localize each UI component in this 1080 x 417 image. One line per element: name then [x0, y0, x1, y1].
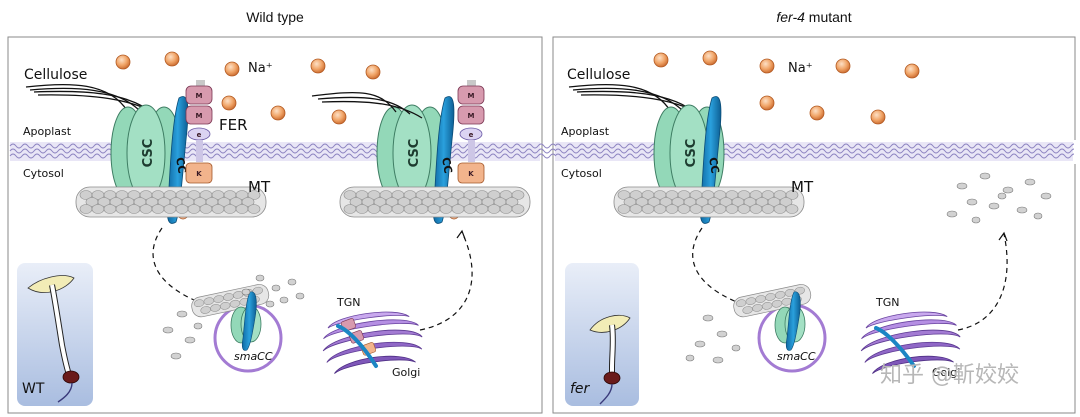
svg-text:CC: CC: [439, 156, 455, 174]
csc-complex-icon-2: CSC: [376, 104, 448, 202]
tgn-label-2: TGN: [875, 296, 899, 309]
microtubule-icon: [75, 186, 267, 218]
recycling-arrow: [419, 231, 473, 331]
svg-text:CSC: CSC: [407, 139, 422, 168]
plasma-membrane-2: [554, 140, 1080, 164]
golgi-cargo: [336, 318, 378, 368]
vesicles-3: [685, 314, 741, 364]
svg-text:e: e: [197, 131, 202, 139]
svg-text:WT: WT: [22, 381, 45, 397]
vesicles: [162, 274, 305, 360]
plasma-membrane: [9, 142, 563, 161]
svg-text:K: K: [468, 170, 474, 178]
smacc-compartment-2: smaCC: [731, 282, 827, 373]
svg-text:M: M: [196, 112, 203, 120]
watermark: 知乎 @靳姣姣: [880, 363, 1019, 388]
svg-text:CSC: CSC: [141, 139, 156, 168]
svg-text:K: K: [196, 170, 202, 178]
svg-text:smaCC: smaCC: [234, 350, 273, 363]
svg-text:CC: CC: [173, 156, 189, 174]
sodium-ion-icon-2: [653, 50, 920, 125]
svg-text:smaCC: smaCC: [777, 350, 816, 363]
mt-label-2: MT: [791, 178, 814, 196]
csc-complex-icon: CSC: [110, 104, 182, 202]
golgi-label: Golgi: [392, 366, 420, 379]
mt-label: MT: [248, 178, 271, 196]
svg-text:CSC: CSC: [684, 139, 699, 168]
cellulose-label-2: Cellulose: [567, 67, 630, 83]
cytosol-label-2: Cytosol: [561, 167, 602, 180]
microtubule-icon-3: [613, 186, 805, 218]
smacc-compartment: smaCC: [189, 282, 283, 373]
svg-text:e: e: [469, 131, 474, 139]
fer-receptor-icon: M M e K P P: [170, 80, 214, 220]
left-panel-title: Wild type: [246, 9, 304, 25]
apoplast-label: Apoplast: [23, 125, 72, 138]
right-panel: Na⁺ Cellulose CSC CC Apoplast Cytosol MT: [554, 50, 1080, 406]
svg-text:fer: fer: [570, 381, 591, 397]
microtubule-icon-2: [339, 186, 531, 218]
csc-complex-icon-3: CSC: [653, 104, 725, 202]
right-panel-title: fer-4 mutant: [776, 9, 851, 25]
apoplast-label-2: Apoplast: [561, 125, 610, 138]
sodium-ion-icon: [115, 51, 381, 125]
cytosol-label: Cytosol: [23, 167, 64, 180]
cellulose-fibrils: [25, 83, 165, 119]
tgn-label: TGN: [336, 296, 360, 309]
seedling-icon-2: fer: [565, 263, 639, 406]
fer-label: FER: [219, 116, 248, 134]
golgi-label-2: Golgi: [932, 366, 960, 379]
left-panel: Na⁺ Cellulose CSC CC M M e: [9, 51, 563, 406]
cellulose-fibrils-2: [311, 92, 423, 119]
vesicles-2: [946, 172, 1052, 224]
svg-text:M: M: [468, 112, 475, 120]
svg-text:M: M: [196, 92, 203, 100]
svg-text:M: M: [468, 92, 475, 100]
na-ion-label: Na⁺: [248, 61, 273, 76]
recycling-arrow-2: [957, 233, 1008, 331]
svg-text:CC: CC: [706, 156, 722, 174]
na-ion-label-2: Na⁺: [788, 61, 813, 76]
seedling-icon: WT: [17, 263, 93, 406]
cellulose-label: Cellulose: [24, 67, 87, 83]
